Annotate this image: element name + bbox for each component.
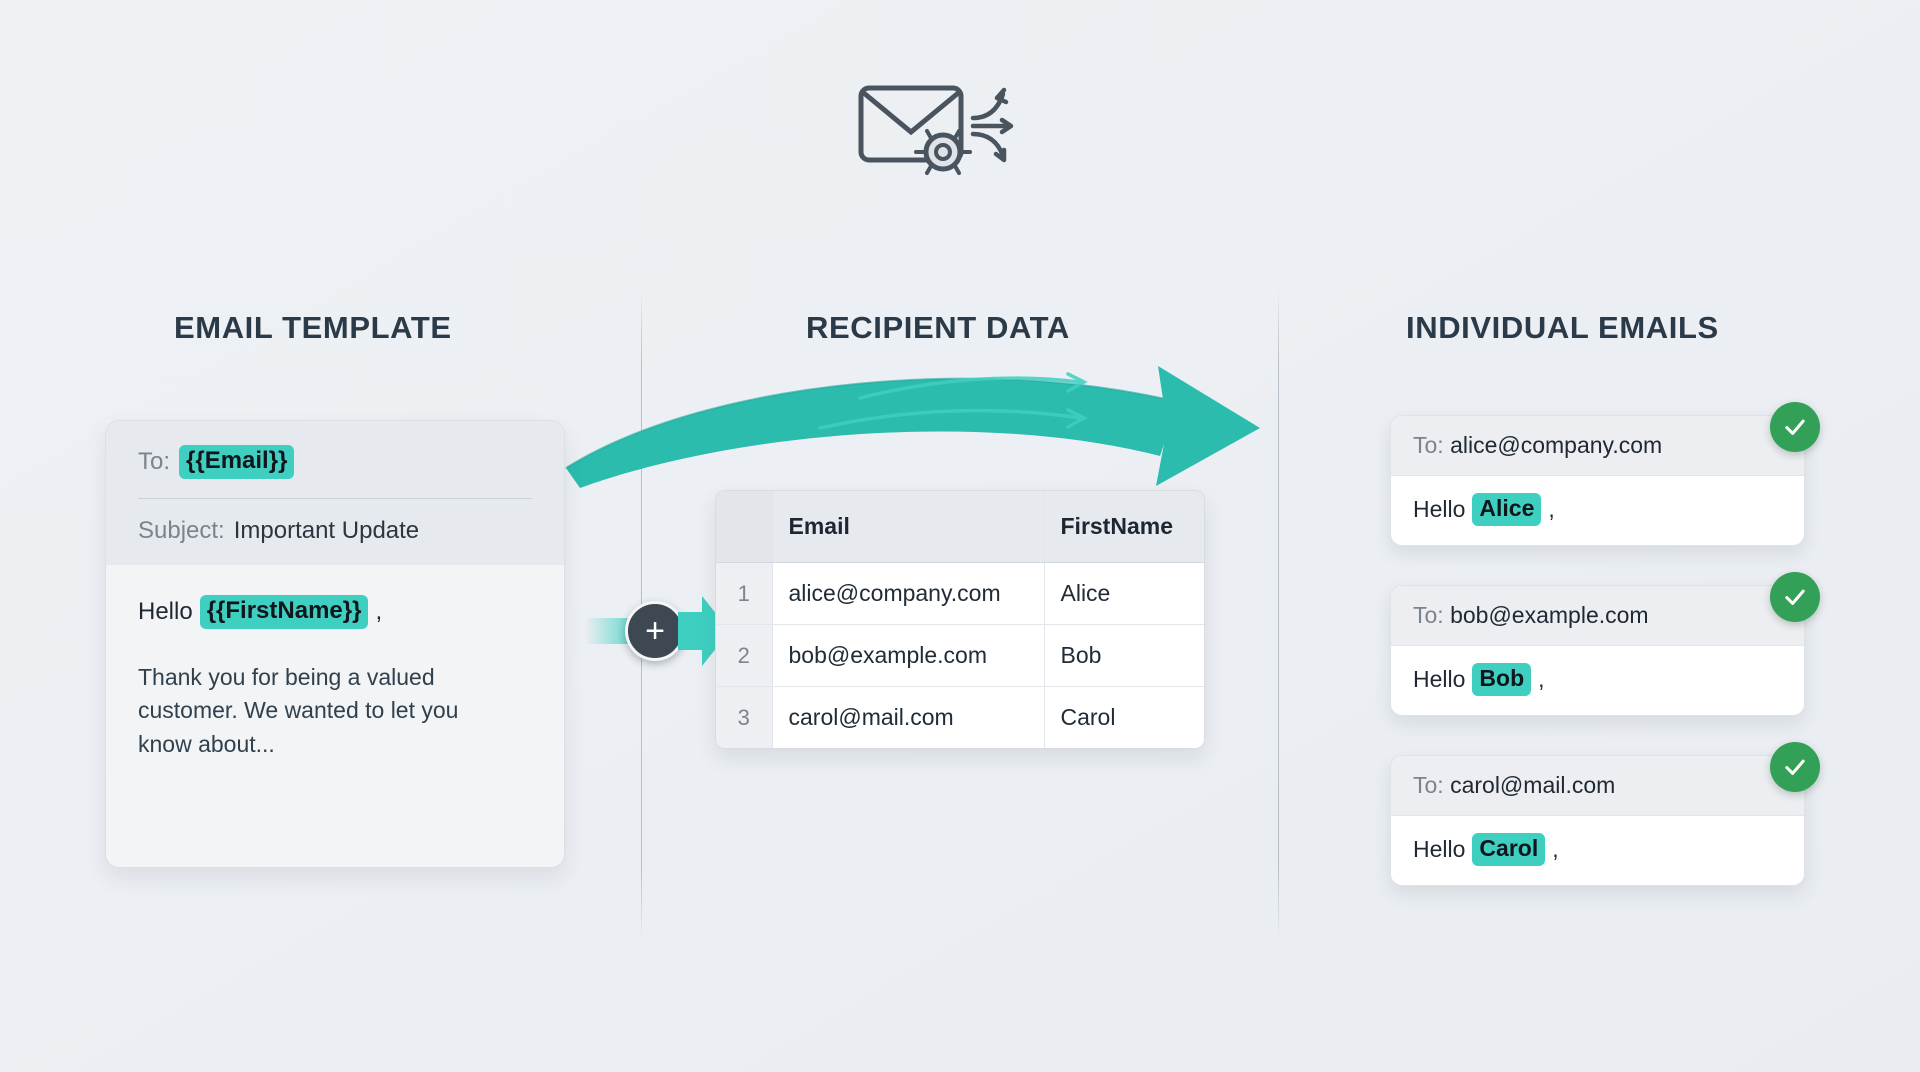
template-body-text: Thank you for being a valued customer. W… (138, 663, 459, 757)
output-to-row: To: carol@mail.com (1391, 756, 1804, 816)
output-to-value: bob@example.com (1450, 602, 1649, 628)
cell-email: bob@example.com (772, 624, 1045, 687)
output-name-highlight: Bob (1472, 663, 1532, 696)
template-to-row: To: {{Email}} (138, 445, 532, 479)
email-template-card[interactable]: To: {{Email}} Subject: Important Update … (105, 420, 565, 868)
arrow-right-icon (676, 592, 732, 670)
template-to-token: {{Email}} (179, 445, 295, 479)
template-body: Hello {{FirstName}} , Thank you for bein… (106, 564, 564, 867)
output-to-row: To: alice@company.com (1391, 416, 1804, 476)
output-greeting: Hello Carol , (1391, 816, 1804, 885)
table-row[interactable]: 2 bob@example.com Bob (716, 624, 1204, 687)
column-divider-2 (1278, 288, 1279, 943)
row-number: 1 (716, 562, 773, 625)
cell-firstname: Alice (1044, 562, 1204, 625)
template-greeting-comma: , (375, 597, 383, 625)
output-to-row: To: bob@example.com (1391, 586, 1804, 646)
output-email-card[interactable]: To: carol@mail.com Hello Carol , (1390, 755, 1805, 886)
row-number: 2 (716, 624, 773, 687)
cell-email: alice@company.com (772, 562, 1045, 625)
column-title-outputs: INDIVIDUAL EMAILS (1406, 310, 1719, 345)
output-name-highlight: Alice (1472, 493, 1542, 526)
status-badge-check-icon (1770, 572, 1820, 622)
column-header-firstname: FirstName (1044, 491, 1204, 563)
table-row[interactable]: 3 carol@mail.com Carol (716, 686, 1204, 748)
envelope-gear-distribute-icon (855, 72, 1055, 182)
cell-firstname: Bob (1044, 624, 1204, 687)
template-greeting-prefix: Hello (138, 597, 193, 625)
template-subject-label: Subject: (138, 516, 225, 544)
merge-flow-arrow (560, 360, 1390, 500)
output-to-label: To: (1413, 602, 1444, 628)
output-to-label: To: (1413, 772, 1444, 798)
table-header-row: Email FirstName (716, 491, 1204, 563)
output-email-card[interactable]: To: alice@company.com Hello Alice , (1390, 415, 1805, 546)
output-greeting-prefix: Hello (1413, 495, 1466, 522)
template-subject-value: Important Update (233, 516, 420, 544)
template-subject-row: Subject: Important Update (138, 517, 532, 545)
status-badge-check-icon (1770, 402, 1820, 452)
row-number: 3 (716, 686, 773, 748)
output-greeting-comma: , (1548, 495, 1555, 522)
output-to-value: alice@company.com (1450, 432, 1663, 458)
template-to-label: To: (138, 447, 171, 475)
table-row[interactable]: 1 alice@company.com Alice (716, 562, 1204, 625)
output-to-value: carol@mail.com (1450, 772, 1616, 798)
column-title-template: EMAIL TEMPLATE (174, 310, 452, 345)
merge-plus-badge[interactable]: + (625, 601, 685, 661)
cell-email: carol@mail.com (772, 686, 1045, 748)
template-header: To: {{Email}} Subject: Important Update (106, 421, 564, 565)
output-greeting-prefix: Hello (1413, 665, 1466, 692)
output-greeting: Hello Alice , (1391, 476, 1804, 545)
cell-firstname: Carol (1044, 686, 1204, 748)
output-greeting: Hello Bob , (1391, 646, 1804, 715)
output-greeting-prefix: Hello (1413, 835, 1466, 862)
output-greeting-comma: , (1552, 835, 1559, 862)
status-badge-check-icon (1770, 742, 1820, 792)
column-title-recipients: RECIPIENT DATA (806, 310, 1070, 345)
row-number-header (716, 491, 773, 563)
template-firstname-token: {{FirstName}} (199, 594, 369, 629)
template-greeting: Hello {{FirstName}} , (138, 594, 532, 629)
output-name-highlight: Carol (1472, 833, 1546, 866)
recipient-data-table[interactable]: Email FirstName 1 alice@company.com Alic… (715, 490, 1205, 749)
column-header-email: Email (772, 491, 1045, 563)
output-to-label: To: (1413, 432, 1444, 458)
output-email-card[interactable]: To: bob@example.com Hello Bob , (1390, 585, 1805, 716)
template-divider (138, 497, 532, 499)
output-greeting-comma: , (1538, 665, 1545, 692)
